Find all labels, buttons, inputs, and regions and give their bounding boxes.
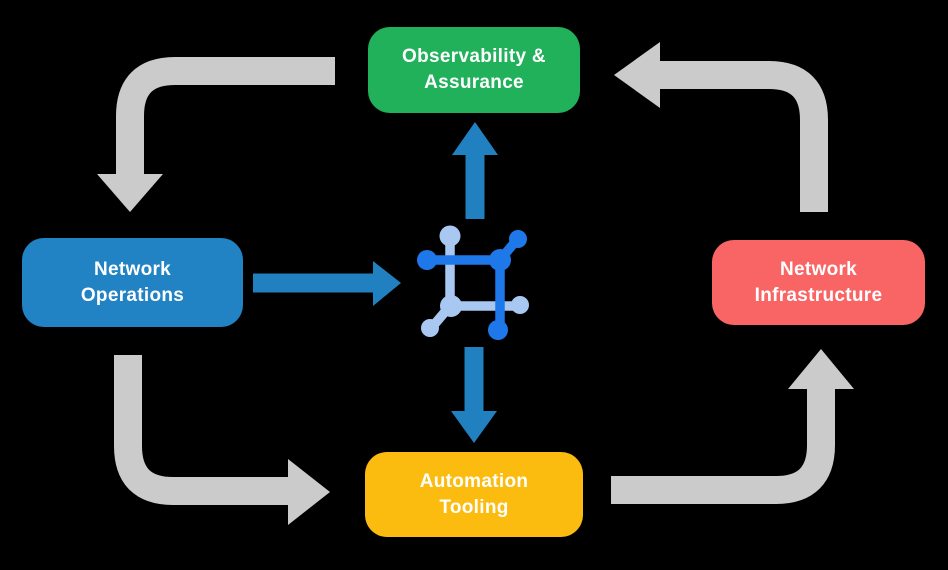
node-automation-tooling: Automation Tooling — [365, 452, 583, 537]
node-label-line: Observability & — [402, 46, 546, 67]
node-network-operations: Network Operations — [22, 238, 243, 327]
icon-node-dot — [440, 295, 462, 317]
arrow-shaft — [658, 61, 828, 212]
node-label-line: Network — [779, 258, 858, 280]
arrow-shaft — [611, 387, 835, 504]
arrow-head-up-icon — [452, 122, 498, 155]
icon-node-dot — [488, 320, 508, 340]
node-label-line: Operations — [80, 284, 185, 306]
icon-node-dot — [509, 230, 527, 248]
node-network-infrastructure: Network Infrastructure — [712, 240, 925, 325]
node-label-line: Infrastructure — [754, 284, 883, 306]
arrow-center-to-observability — [452, 122, 498, 219]
arrow-tooling-to-infrastructure — [611, 349, 854, 504]
arrow-head-right-icon — [288, 459, 330, 525]
arrow-head-up-icon — [788, 349, 854, 389]
node-label-line: Tooling — [439, 496, 509, 518]
icon-node-dot — [439, 225, 461, 247]
arrow-center-to-tooling — [451, 347, 497, 443]
node-observability-assurance: Observability & Assurance — [368, 27, 580, 113]
arrow-shaft — [114, 355, 290, 505]
arrow-head-down-icon — [97, 174, 163, 212]
arrow-operations-to-tooling — [114, 355, 330, 525]
network-mesh-icon — [417, 225, 529, 340]
arrow-head-left-icon — [614, 42, 660, 108]
network-mesh-icon-dark-layer — [417, 230, 527, 340]
arrow-operations-to-center — [253, 261, 401, 306]
icon-node-dot — [489, 249, 511, 271]
arrow-observability-to-operations — [97, 57, 335, 212]
icon-node-dot — [417, 250, 437, 270]
node-label-line: Network — [93, 258, 172, 280]
arrow-shaft — [116, 57, 335, 176]
arrow-head-down-icon — [451, 411, 497, 443]
icon-node-dot — [511, 296, 529, 314]
icon-node-dot — [421, 319, 439, 337]
arrow-infrastructure-to-observability — [614, 42, 828, 212]
arrow-head-right-icon — [373, 261, 401, 306]
node-label-line: Automation — [419, 470, 529, 492]
node-label-line: Assurance — [424, 72, 524, 93]
